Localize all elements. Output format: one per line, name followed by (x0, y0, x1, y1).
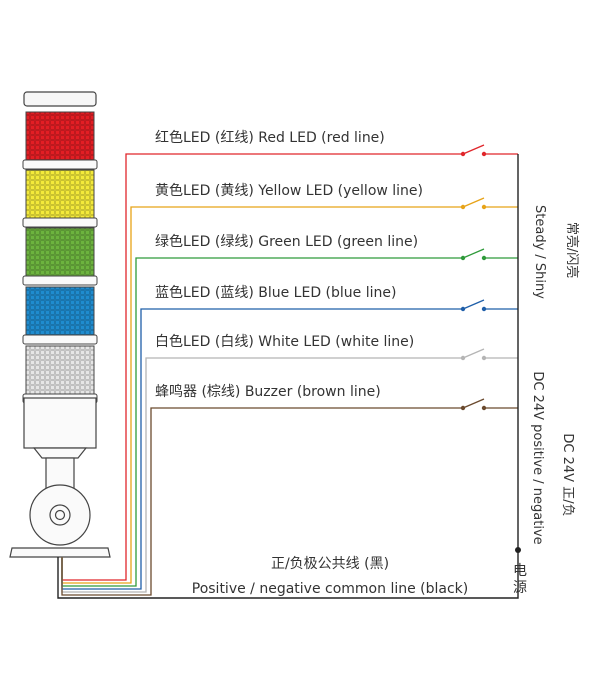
tower-tier-texture-green (26, 228, 94, 276)
tower-tier-texture-red (26, 112, 94, 160)
wire-5 (61, 407, 463, 596)
tower-tier-texture-white (26, 346, 94, 394)
line-label-4: 白色LED (白线) White LED (white line) (155, 333, 414, 350)
switch-contact-a-3 (460, 306, 466, 312)
switch-lever-1 (462, 197, 485, 208)
wire-0 (61, 153, 463, 581)
tower-base (9, 547, 111, 558)
tower-separator-ring (22, 217, 98, 228)
line-label-2: 绿色LED (绿线) Green LED (green line) (155, 233, 418, 250)
power-source-label-1: 电 (513, 563, 527, 579)
tower-separator-ring (22, 334, 98, 345)
wire-group (61, 144, 518, 596)
power-label-en: DC 24V positive / negative (530, 371, 545, 544)
common-line-label-cn: 正/负极公共线 (黑) (271, 556, 389, 572)
line-label-3: 蓝色LED (蓝线) Blue LED (blue line) (155, 284, 396, 301)
common-line-label-en: Positive / negative common line (black) (192, 581, 469, 597)
common-line-black (57, 550, 519, 599)
switch-contact-a-2 (460, 255, 466, 261)
switch-lever-5 (462, 398, 485, 409)
tower-separator-ring (22, 275, 98, 286)
switch-contact-a-4 (460, 355, 466, 361)
switch-lever-2 (462, 248, 485, 259)
signal-tower (9, 91, 111, 558)
switch-contact-a-0 (460, 151, 466, 157)
mode-label-cn: 常亮/闪亮 (564, 222, 580, 278)
mode-label-en: Steady / Shiny (532, 205, 547, 299)
tower-cap (23, 91, 97, 107)
tower-neck (32, 447, 88, 459)
tower-bottom-band (23, 397, 97, 449)
tower-separator-ring (22, 159, 98, 170)
power-source-label-2: 源 (513, 580, 527, 596)
wire-3 (61, 308, 463, 590)
wire-2 (61, 257, 463, 587)
line-label-1: 黄色LED (黄线) Yellow LED (yellow line) (155, 182, 423, 199)
switch-contact-a-5 (460, 405, 466, 411)
switch-lever-4 (462, 348, 485, 359)
tower-mount-knob-center (54, 509, 66, 521)
switch-lever-0 (462, 144, 485, 155)
switch-contact-a-1 (460, 204, 466, 210)
line-label-5: 蜂鸣器 (棕线) Buzzer (brown line) (155, 383, 381, 400)
power-label-cn: DC 24V 正/负 (560, 433, 575, 516)
switch-lever-3 (462, 299, 485, 310)
tower-tier-texture-yellow (26, 170, 94, 218)
line-label-0: 红色LED (红线) Red LED (red line) (155, 129, 385, 146)
tower-tier-texture-blue (26, 287, 94, 335)
